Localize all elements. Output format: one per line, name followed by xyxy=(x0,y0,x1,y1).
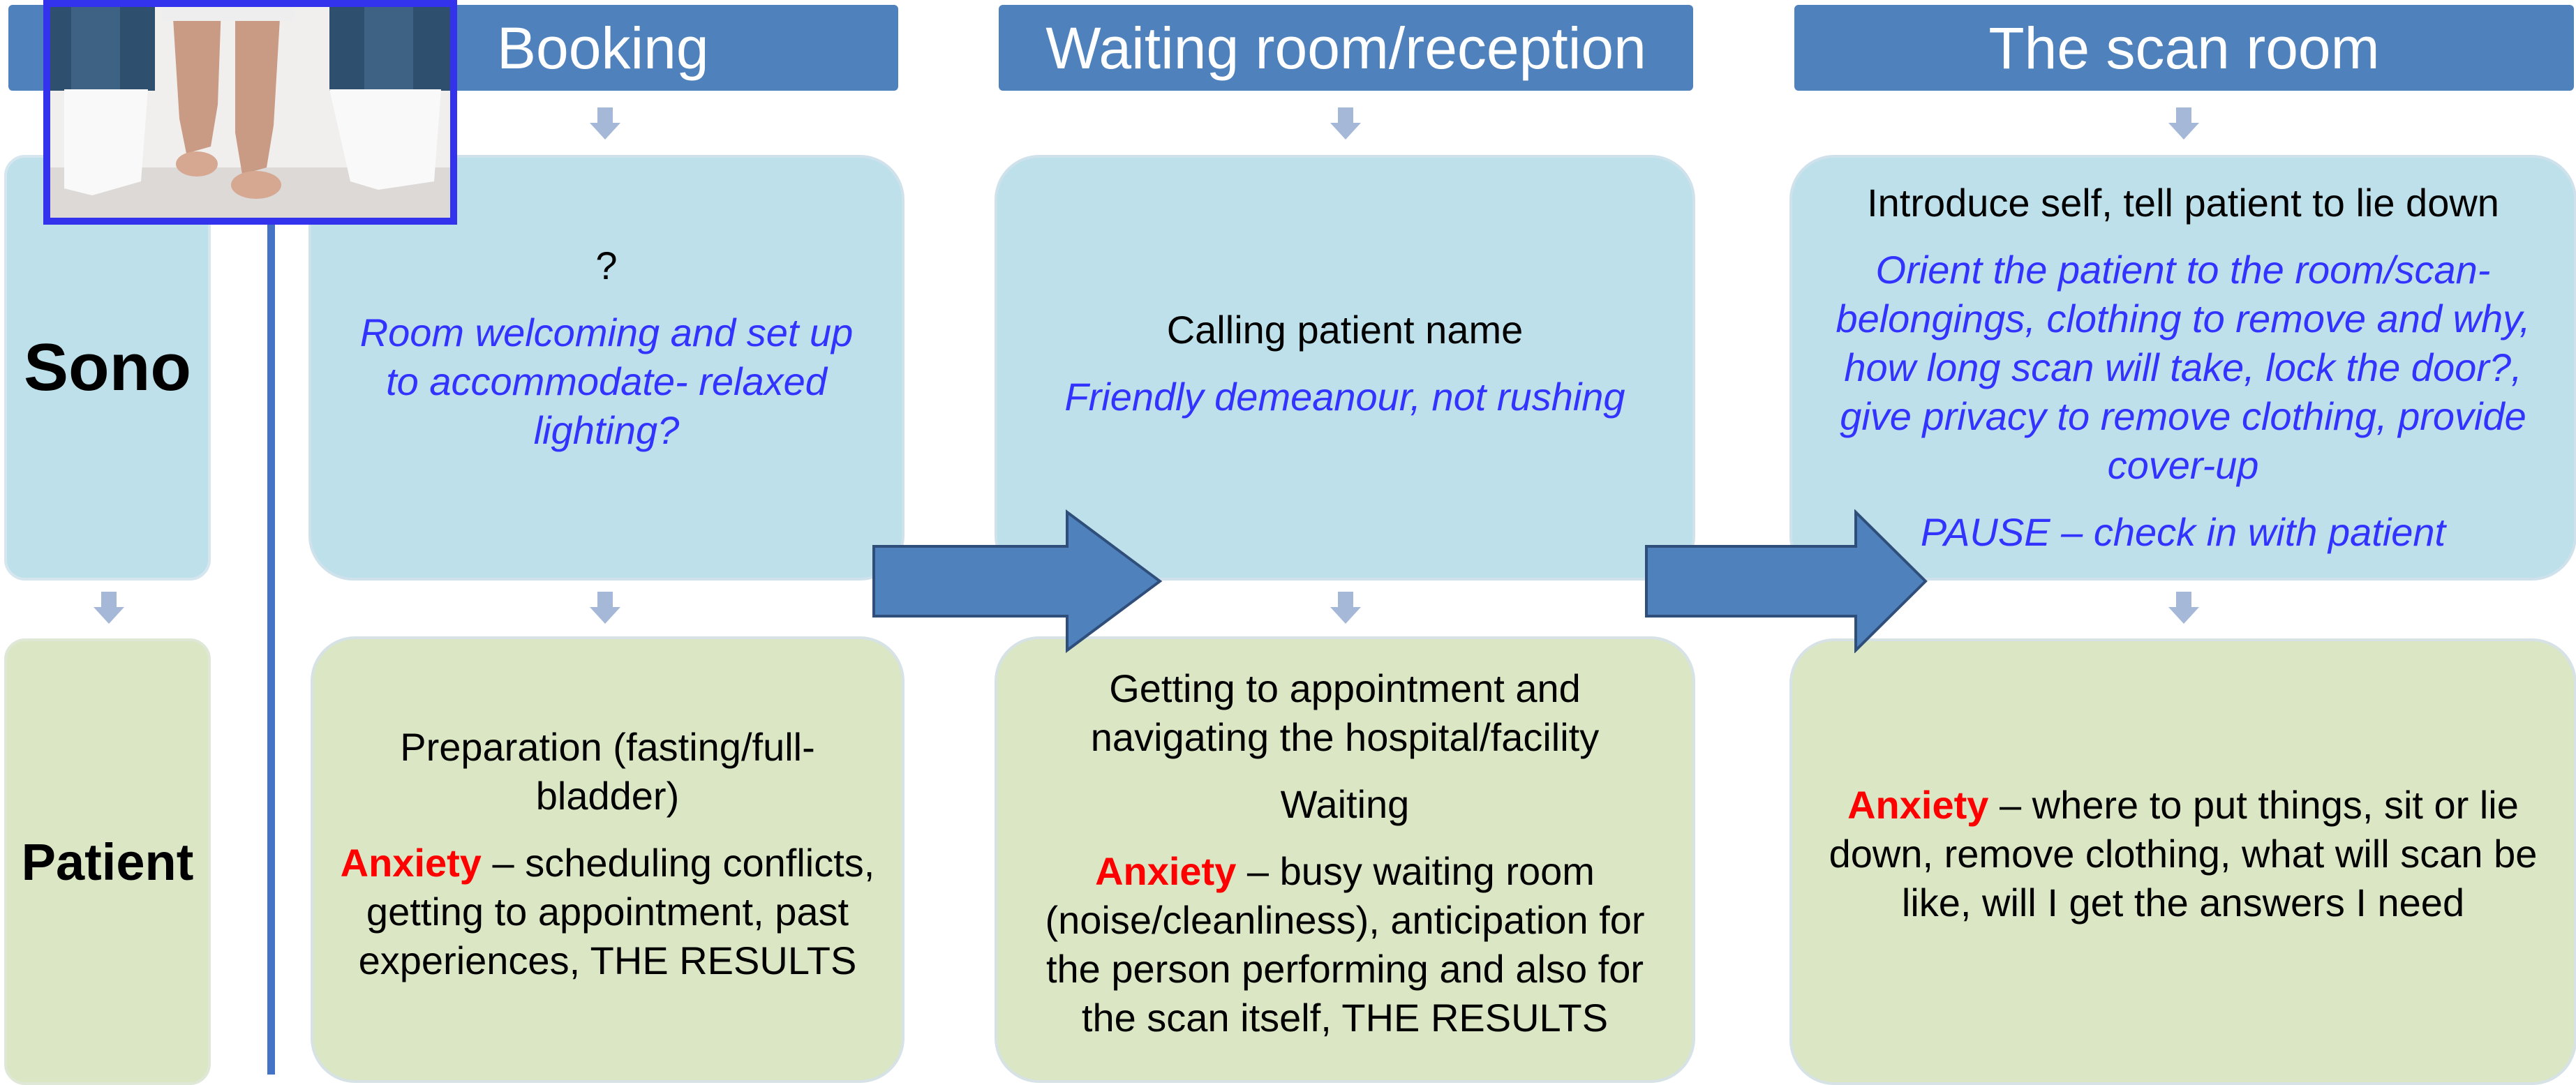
stage-title-booking: Booking xyxy=(497,15,709,81)
row-label-sono-text: Sono xyxy=(24,330,191,405)
anxiety-text: – where to put things, sit or lie down, … xyxy=(1829,783,2538,925)
anxiety-label: Anxiety xyxy=(1095,849,1237,893)
down-arrow-icon xyxy=(2168,107,2199,140)
right-arrow-icon xyxy=(1645,509,1928,653)
anxiety-text: – busy waiting room (noise/cleanliness),… xyxy=(1045,849,1645,1040)
right-arrow-icon xyxy=(872,509,1163,653)
row-label-patient: Patient xyxy=(4,638,211,1085)
anxiety-text: – scheduling conflicts, getting to appoi… xyxy=(358,841,875,982)
down-arrow-icon xyxy=(94,592,124,624)
scan-patient-box: Anxiety – where to put things, sit or li… xyxy=(1789,638,2576,1085)
stage-header-waiting: Waiting room/reception xyxy=(999,5,1693,91)
down-arrow-icon xyxy=(2168,592,2199,624)
booking-sono-question: ? xyxy=(595,244,618,287)
row-label-sono: Sono xyxy=(4,155,211,581)
down-arrow-icon xyxy=(1330,107,1361,140)
anxiety-label: Anxiety xyxy=(1847,783,1989,827)
row-label-patient-text: Patient xyxy=(21,832,194,891)
booking-patient-anxiety: Anxiety – scheduling conflicts, getting … xyxy=(333,839,882,985)
scan-sono-pause: PAUSE – check in with patient xyxy=(1920,510,2446,554)
down-arrow-icon xyxy=(1330,592,1361,624)
booking-patient-prep: Preparation (fasting/full-bladder) xyxy=(400,725,815,818)
booking-sono-box: ? Room welcoming and set up to accommoda… xyxy=(308,155,904,581)
vertical-divider xyxy=(267,209,275,1075)
waiting-sono-text: Calling patient name xyxy=(1166,308,1524,352)
waiting-patient-anxiety: Anxiety – busy waiting room (noise/clean… xyxy=(1017,847,1673,1042)
waiting-patient-waiting: Waiting xyxy=(1280,782,1410,826)
booking-sono-italic: Room welcoming and set up to accommodate… xyxy=(359,310,854,452)
waiting-sono-italic: Friendly demeanour, not rushing xyxy=(1064,375,1625,419)
baby-feet-photo xyxy=(43,0,457,225)
waiting-patient-getting: Getting to appointment and navigating th… xyxy=(1090,666,1600,759)
scan-sono-italic: Orient the patient to the room/scan-belo… xyxy=(1836,248,2531,487)
booking-patient-box: Preparation (fasting/full-bladder) Anxie… xyxy=(311,636,904,1083)
stage-title-scan: The scan room xyxy=(1988,15,2380,81)
waiting-patient-box: Getting to appointment and navigating th… xyxy=(995,636,1695,1083)
down-arrow-icon xyxy=(590,107,620,140)
anxiety-label: Anxiety xyxy=(340,841,482,885)
scan-sono-box: Introduce self, tell patient to lie down… xyxy=(1789,155,2576,581)
down-arrow-icon xyxy=(590,592,620,624)
waiting-sono-box: Calling patient name Friendly demeanour,… xyxy=(995,155,1695,581)
scan-patient-anxiety: Anxiety – where to put things, sit or li… xyxy=(1812,781,2554,927)
scan-sono-text: Introduce self, tell patient to lie down xyxy=(1867,181,2499,225)
stage-header-scan: The scan room xyxy=(1794,5,2574,91)
stage-title-waiting: Waiting room/reception xyxy=(1045,15,1646,81)
